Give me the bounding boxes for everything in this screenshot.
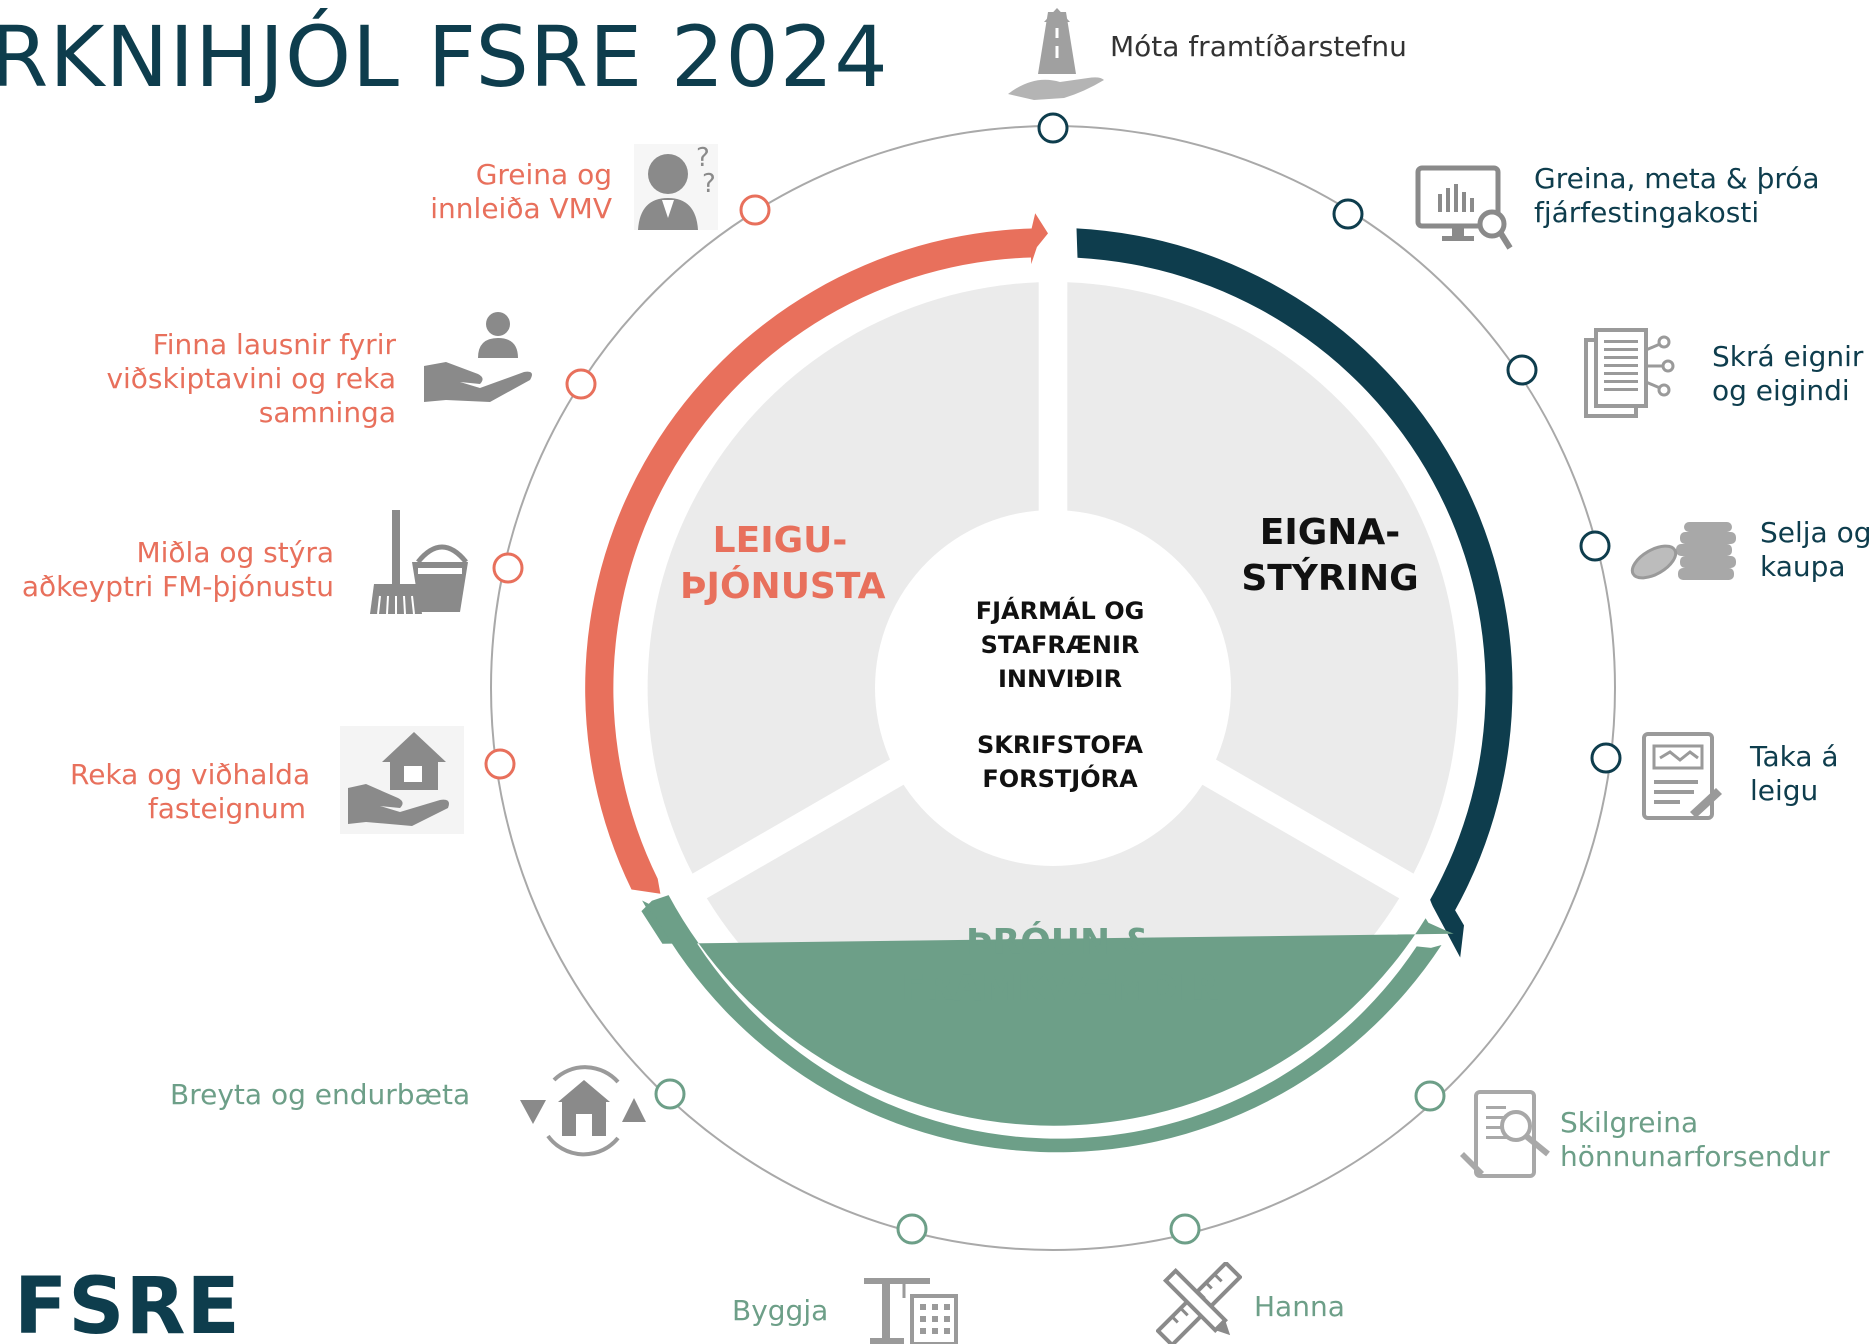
- node-breyta: [654, 1078, 686, 1110]
- node-mota: [1037, 112, 1069, 144]
- step-skilgreina-line1: Skilgreina: [1560, 1106, 1699, 1139]
- center-text-top: FJÁRMÁL OG STAFRÆNIR INNVIÐIR: [940, 594, 1180, 696]
- step-byggja: Byggja: [732, 1294, 828, 1328]
- analytics-monitor-icon: [1415, 165, 1513, 250]
- arc-throun-body: [642, 900, 1442, 1153]
- step-taka-line2: leigu: [1750, 774, 1819, 807]
- center-circle: [875, 510, 1231, 866]
- step-selja-line1: Selja og: [1760, 516, 1872, 549]
- svg-text:?: ?: [696, 144, 710, 173]
- segment-throun-line1: ÞRÓUN &: [965, 922, 1155, 963]
- house-cycle-icon: [520, 1065, 646, 1157]
- page-title: RKNIHJÓL FSRE 2024: [0, 8, 889, 106]
- node-skra: [1506, 354, 1538, 386]
- center-line-4: SKRIFSTOFA: [977, 731, 1143, 759]
- step-greina-meta: Greina, meta & þróa fjárfestingakosti: [1534, 162, 1820, 230]
- step-finna: Finna lausnir fyrir viðskiptavini og rek…: [100, 328, 396, 430]
- center-line-5: FORSTJÓRA: [982, 765, 1138, 793]
- node-selja: [1579, 530, 1611, 562]
- step-greina-meta-line1: Greina, meta & þróa: [1534, 162, 1820, 195]
- step-selja: Selja og kaupa: [1760, 516, 1872, 584]
- document-search-icon: [1460, 1090, 1550, 1178]
- svg-text:?: ?: [702, 169, 716, 199]
- step-skra-line2: og eigindi: [1712, 374, 1850, 407]
- segment-label-eigna: EIGNA- STÝRING: [1230, 510, 1430, 602]
- step-byggja-line1: Byggja: [732, 1294, 829, 1327]
- step-greina-vmv: Greina og innleiða VMV: [410, 158, 612, 226]
- step-midla-line2: aðkeyptri FM-þjónustu: [21, 570, 334, 603]
- step-midla: Miðla og stýra aðkeyptri FM-þjónustu: [14, 536, 334, 604]
- document-network-icon: [1584, 328, 1675, 418]
- fsre-logo: FSRE: [14, 1262, 241, 1344]
- step-greina-meta-line2: fjárfestingakosti: [1534, 196, 1760, 229]
- segment-label-throun: ÞRÓUN & FRAMKVÆMDIR: [900, 920, 1220, 1012]
- step-taka-line1: Taka á: [1750, 740, 1839, 773]
- step-hanna-line1: Hanna: [1254, 1290, 1345, 1323]
- crane-building-icon: [864, 1278, 958, 1344]
- arc-throun: [641, 895, 1454, 1126]
- step-finna-line2: viðskiptavini og reka: [106, 362, 396, 395]
- node-byggja: [896, 1213, 928, 1245]
- arc-eigna: [1076, 228, 1513, 958]
- step-finna-line1: Finna lausnir fyrir: [152, 328, 396, 361]
- node-hanna: [1169, 1213, 1201, 1245]
- step-finna-line3: samninga: [258, 396, 396, 429]
- step-reka: Reka og viðhalda fasteignum: [70, 758, 310, 826]
- step-skilgreina-line2: hönnunarforsendur: [1560, 1140, 1830, 1173]
- center-line-3: INNVIÐIR: [997, 665, 1123, 693]
- node-taka: [1590, 742, 1622, 774]
- step-midla-line1: Miðla og stýra: [136, 536, 334, 569]
- node-skilgreina: [1414, 1080, 1446, 1112]
- thinking-person-icon: ? ?: [634, 144, 718, 230]
- step-skilgreina: Skilgreina hönnunarforsendur: [1560, 1106, 1830, 1174]
- step-greina-vmv-line1: Greina og: [475, 158, 612, 191]
- step-breyta: Breyta og endurbæta: [170, 1078, 470, 1112]
- step-mota-line1: Móta framtíðarstefnu: [1110, 30, 1407, 63]
- step-skra: Skrá eignir og eigindi: [1712, 340, 1863, 408]
- segment-eigna-line2: STÝRING: [1241, 558, 1419, 599]
- node-finna: [565, 368, 597, 400]
- step-reka-line2: fasteignum: [147, 792, 306, 825]
- segment-throun-line2: FRAMKVÆMDIR: [901, 968, 1219, 1009]
- step-hanna: Hanna: [1254, 1290, 1345, 1324]
- house-hand-icon: [340, 726, 464, 834]
- node-midla: [492, 552, 524, 584]
- ruler-pencil-icon: [1156, 1262, 1242, 1344]
- road-hand-icon: [1008, 8, 1104, 100]
- step-selja-line2: kaupa: [1760, 550, 1846, 583]
- step-mota: Móta framtíðarstefnu: [1110, 30, 1407, 64]
- node-reka: [484, 748, 516, 780]
- coins-icon: [1630, 522, 1736, 580]
- contract-handshake-icon: [1642, 732, 1722, 820]
- step-breyta-line1: Breyta og endurbæta: [170, 1078, 471, 1111]
- person-hand-icon: [424, 312, 532, 402]
- arc-leigu: [585, 213, 1048, 894]
- segment-leigu-line2: ÞJÓNUSTA: [680, 566, 886, 607]
- step-skra-line1: Skrá eignir: [1712, 340, 1864, 373]
- center-line-1: FJÁRMÁL OG: [975, 597, 1145, 625]
- step-reka-line1: Reka og viðhalda: [70, 758, 311, 791]
- segment-eigna-line1: EIGNA-: [1259, 512, 1401, 553]
- step-taka: Taka á leigu: [1750, 740, 1839, 808]
- center-text-bottom: SKRIFSTOFA FORSTJÓRA: [940, 728, 1180, 796]
- step-greina-vmv-line2: innleiða VMV: [430, 192, 612, 225]
- cleaning-bucket-icon: [370, 510, 468, 615]
- node-greina-meta: [1332, 198, 1364, 230]
- segment-label-leigu: LEIGU- ÞJÓNUSTA: [680, 518, 886, 610]
- center-line-2: STAFRÆNIR: [980, 631, 1140, 659]
- segment-leigu-line1: LEIGU-: [712, 520, 848, 561]
- node-greina-vmv: [739, 194, 771, 226]
